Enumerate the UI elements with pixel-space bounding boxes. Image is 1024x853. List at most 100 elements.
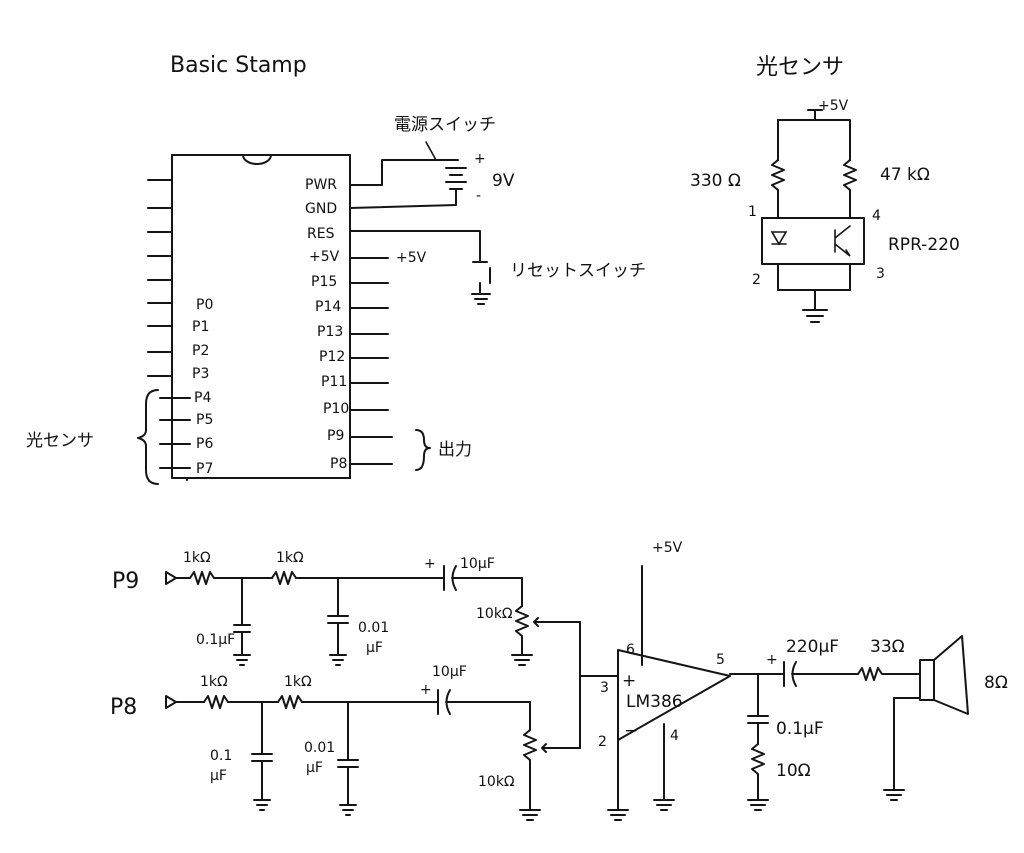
ch1-c2b-label: μF [366, 640, 383, 656]
pin-label-p3: P3 [192, 366, 209, 382]
sensor-r1-label: 330 Ω [690, 171, 741, 191]
ch2-pot [523, 729, 537, 811]
speaker-icon [919, 635, 969, 715]
stamp-left-leads [147, 179, 191, 469]
sensor-group-label: 光センサ [26, 431, 94, 451]
mix-bus [579, 621, 619, 749]
battery-minus: - [476, 188, 481, 204]
pin-label-p13: P13 [317, 324, 343, 340]
sensor-pin1: 1 [748, 204, 757, 220]
rpr220-phototransistor [834, 225, 851, 257]
zobel-cap-label: 0.1μF [776, 719, 824, 739]
sensor-ground-icon [802, 309, 828, 323]
out-cap-label: 220μF [786, 637, 839, 657]
speaker-label: 8Ω [984, 673, 1008, 693]
sensor-bracket [137, 389, 159, 485]
lm386-pin2: 2 [598, 734, 607, 750]
ch2-input-label: P8 [110, 695, 137, 720]
ch1-pot-label: 10kΩ [476, 606, 513, 622]
rpr220-body [761, 217, 865, 265]
pin-label-pwr: PWR [305, 177, 337, 193]
lm386-plus: + [622, 671, 636, 691]
resistor-330 [771, 159, 785, 191]
amplifier-section: P9 1kΩ 1kΩ 0.1μF 0.01 μF + 10μF [110, 540, 1008, 821]
ch2-c1b-label: μF [210, 768, 227, 784]
zobel-res [751, 743, 765, 801]
basic-stamp-section: Basic Stamp P0 P1 P2 [26, 53, 646, 485]
sensor-part-label: RPR-220 [888, 235, 960, 255]
pin-label-p7: P7 [196, 461, 213, 477]
sensor-r2-label: 47 kΩ [880, 165, 930, 185]
stamp-title: Basic Stamp [170, 53, 307, 78]
ch1-c2a-label: 0.01 [358, 620, 389, 636]
pin-label-gnd: GND [305, 201, 337, 217]
power-switch-circuit [349, 141, 467, 209]
resistor-47k [843, 159, 857, 191]
pin-label-p9: P9 [327, 428, 344, 444]
ch2-c2a-label: 0.01 [304, 740, 335, 756]
pin-label-5v: +5V [309, 249, 340, 265]
out-res-label: 33Ω [870, 637, 905, 657]
ch1-cap-label: 10μF [460, 556, 495, 572]
ch1-cap-plus: + [424, 556, 436, 572]
ch2-r2 [277, 695, 303, 709]
lm386-pin3: 3 [600, 680, 609, 696]
ch2-cap-label: 10μF [432, 664, 467, 680]
lm386-vcc: +5V [652, 540, 683, 556]
pin-label-p1: P1 [192, 319, 209, 335]
pin-label-p12: P12 [319, 349, 345, 365]
pin-label-p6: P6 [196, 436, 213, 452]
lm386-pin5: 5 [716, 652, 725, 668]
battery-plus: + [474, 151, 486, 167]
out-cap-plus: + [766, 652, 778, 668]
ch1-r2 [271, 571, 297, 585]
lm386-pin4: 4 [670, 728, 679, 744]
ch1-r1 [189, 571, 215, 585]
pin-label-p10: P10 [323, 401, 349, 417]
ch2-c2b-label: μF [306, 760, 323, 776]
output-bracket [415, 429, 431, 471]
channel-p8: P8 1kΩ 1kΩ 0.1 μF 0.01 μF + 10μF 10kΩ [110, 664, 581, 821]
battery-voltage: 9V [492, 171, 515, 191]
lm386: LM386 + − +5V 6 3 2 4 5 [598, 540, 731, 821]
reset-switch-label: リセットスイッチ [510, 261, 646, 281]
out-res [857, 667, 921, 681]
sensor-pin2: 2 [752, 272, 761, 288]
stamp-vcc-label: +5V [396, 250, 427, 266]
stamp-right-leads [349, 257, 393, 465]
sensor-vcc: +5V [818, 98, 849, 114]
pin-label-p15: P15 [311, 274, 337, 290]
pin-label-p4: P4 [194, 390, 211, 406]
rpr220-led [770, 231, 788, 246]
ch1-r2-label: 1kΩ [276, 550, 304, 566]
ch1-c1-label: 0.1μF [196, 632, 235, 648]
power-switch-label: 電源スイッチ [394, 115, 496, 135]
ch1-input-label: P9 [112, 569, 139, 594]
sensor-pin4: 4 [872, 208, 881, 224]
light-sensor-section: 光センサ +5V 330 Ω 47 kΩ 1 4 2 3 RPR-220 [690, 55, 960, 323]
pin-label-p2: P2 [192, 343, 209, 359]
ch2-r2-label: 1kΩ [284, 674, 312, 690]
pin-label-p0: P0 [196, 297, 213, 313]
stamp-chip [171, 154, 351, 481]
pin-label-p11: P11 [321, 374, 347, 390]
channel-p9: P9 1kΩ 1kΩ 0.1μF 0.01 μF + 10μF [112, 550, 581, 666]
output-group-label: 出力 [438, 440, 472, 460]
output-stage: + 220μF 33Ω 0.1μF 10Ω 8Ω [729, 635, 1008, 811]
reset-switch-circuit [349, 230, 491, 305]
pin-label-res: RES [307, 226, 335, 242]
stamp-left-pin-labels: P0 P1 P2 P3 P4 P5 P6 P7 [192, 297, 213, 477]
ch2-c1a-label: 0.1 [210, 748, 232, 764]
ch2-r1 [203, 695, 229, 709]
ch2-cap-plus: + [420, 682, 432, 698]
sensor-pin3: 3 [876, 266, 885, 282]
ch2-pot-label: 10kΩ [478, 774, 515, 790]
ch2-r1-label: 1kΩ [200, 674, 228, 690]
sensor-title: 光センサ [756, 55, 844, 80]
ch1-r1-label: 1kΩ [183, 550, 211, 566]
pin-label-p14: P14 [315, 299, 341, 315]
pin-label-p8: P8 [330, 456, 347, 472]
stamp-right-pin-labels: PWR GND RES +5V P15 P14 P13 P12 P11 P10 … [305, 177, 349, 472]
lm386-name: LM386 [626, 692, 683, 712]
